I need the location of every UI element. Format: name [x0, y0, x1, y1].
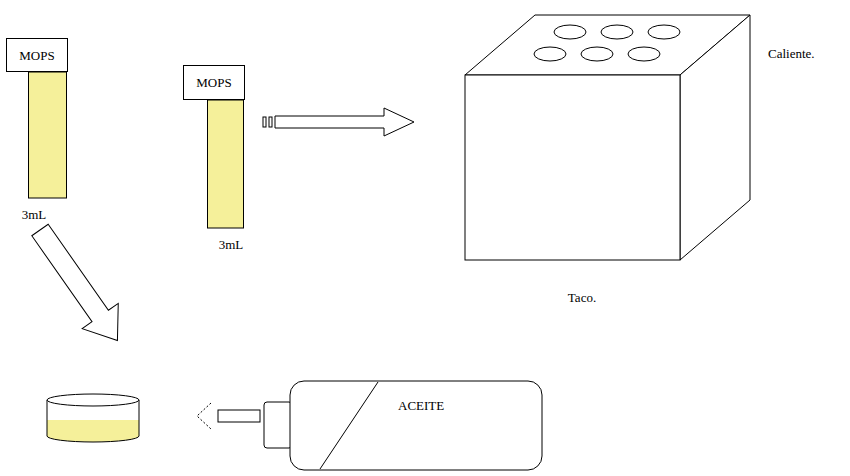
node-label: MOPS — [19, 48, 54, 63]
outline — [262, 380, 544, 472]
note-label: Caliente. — [768, 46, 815, 61]
node-label: Taco. — [568, 290, 596, 305]
petri-dish — [47, 394, 139, 442]
oil-bottle: ACEITE — [262, 380, 544, 472]
cube — [465, 15, 750, 260]
dashed-arrow — [197, 403, 260, 429]
test-tube: MOPS 3mL — [183, 65, 245, 256]
test-tube: MOPS 3mL — [6, 38, 68, 226]
hollow-arrow — [22, 217, 135, 353]
node-label: MOPS — [196, 75, 231, 90]
flow-arrow — [263, 108, 414, 136]
outline — [462, 12, 754, 312]
bottle-body — [290, 381, 542, 470]
tube-body — [208, 100, 244, 228]
tube-body — [29, 72, 67, 198]
volume-label: 3mL — [219, 237, 244, 252]
volume-label: 3mL — [22, 207, 47, 222]
outline — [183, 65, 245, 256]
label-stripe — [320, 382, 378, 469]
bottle-neck — [264, 402, 292, 448]
heating-block: Taco. — [462, 12, 754, 312]
outline — [6, 38, 68, 226]
tube-cap — [7, 39, 68, 72]
tube-cap — [184, 66, 245, 100]
node-label: ACEITE — [398, 398, 444, 413]
